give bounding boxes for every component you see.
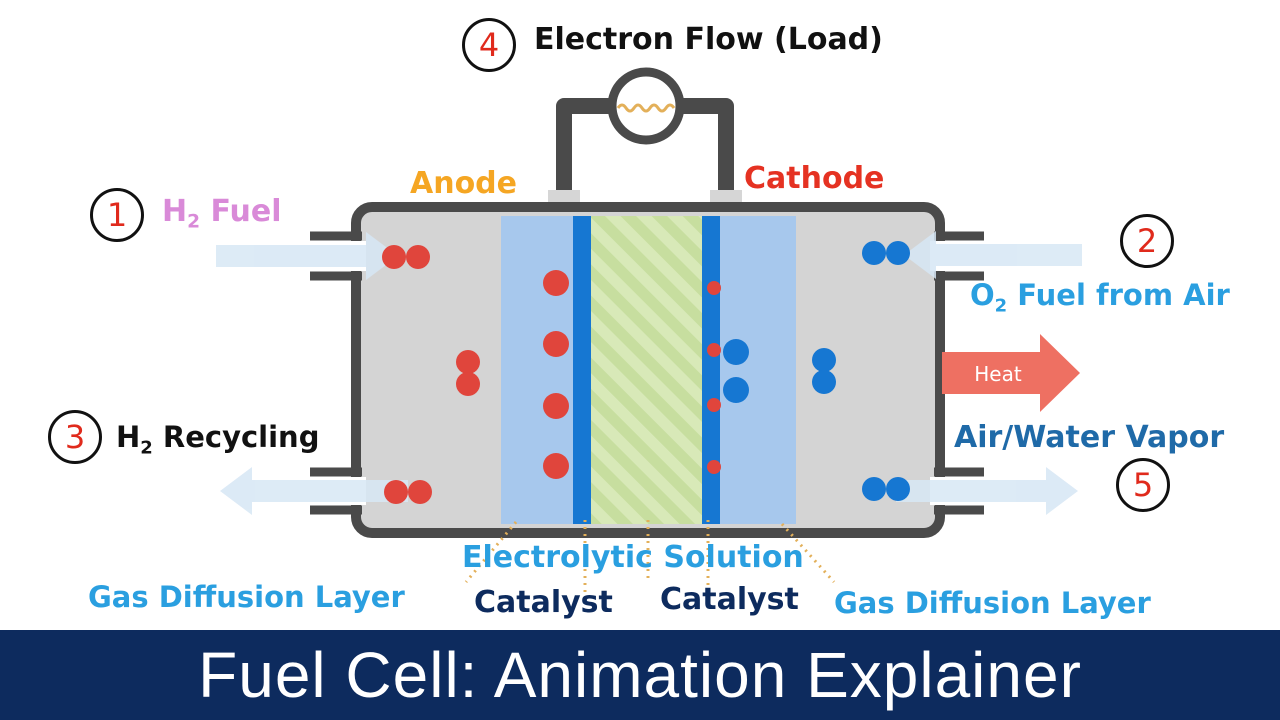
h2-fuel-label: H2 Fuel <box>162 194 282 233</box>
h2-inflow-arrow <box>216 232 398 280</box>
h2-recycling-label: H2 Recycling <box>116 420 319 458</box>
water-outflow-arrow <box>896 467 1078 515</box>
cathode-catalyst-layer <box>702 216 720 524</box>
h2-fuel-subscript: 2 <box>187 211 201 233</box>
step-3-badge: 3 <box>48 410 102 464</box>
heat-label: Heat <box>974 362 1022 386</box>
o2-fuel-text: Fuel from Air <box>1007 278 1230 312</box>
o2-fuel-label: O2 Fuel from Air <box>970 278 1230 316</box>
catalyst-right-label: Catalyst <box>660 582 799 617</box>
anode-label: Anode <box>410 166 518 201</box>
gas-diffusion-layer-left-label: Gas Diffusion Layer <box>88 580 405 614</box>
title-banner: Fuel Cell: Animation Explainer <box>0 630 1280 720</box>
o2-fuel-symbol: O <box>970 278 995 312</box>
cathode-gas-diffusion-layer <box>720 216 796 524</box>
step-1-badge: 1 <box>90 188 144 242</box>
h2-recycling-symbol: H <box>116 420 141 454</box>
electron-flow-label: Electron Flow (Load) <box>534 22 883 57</box>
air-water-vapor-label: Air/Water Vapor <box>954 420 1225 455</box>
catalyst-left-label: Catalyst <box>474 585 613 620</box>
fuel-cell-diagram: Heat <box>216 67 1082 598</box>
oxygen-particles <box>723 241 910 501</box>
electron-circuit <box>548 67 742 204</box>
h2-fuel-symbol: H <box>162 194 188 229</box>
anode-catalyst-layer <box>573 216 591 524</box>
anode-gas-diffusion-layer <box>501 216 573 524</box>
cathode-label: Cathode <box>744 161 885 196</box>
electrolyte-layer <box>591 216 702 524</box>
h2-fuel-text: Fuel <box>200 194 282 229</box>
h2-recycling-text: Recycling <box>152 420 320 454</box>
step-5-badge: 5 <box>1116 458 1170 512</box>
o2-inflow-arrow <box>904 231 1082 279</box>
hydrogen-particles <box>382 245 721 504</box>
gas-diffusion-layer-right-label: Gas Diffusion Layer <box>834 586 1151 620</box>
load-resistor-icon <box>607 67 685 145</box>
electrolytic-solution-label: Electrolytic Solution <box>462 540 804 575</box>
step-4-badge: 4 <box>462 18 516 72</box>
heat-arrow: Heat <box>942 334 1080 412</box>
leader-lines <box>464 520 836 598</box>
h2-recycling-subscript: 2 <box>140 437 153 459</box>
h2-recycle-arrow <box>220 467 408 515</box>
o2-fuel-subscript: 2 <box>994 295 1008 317</box>
page-title: Fuel Cell: Animation Explainer <box>198 639 1082 711</box>
step-2-badge: 2 <box>1120 214 1174 268</box>
